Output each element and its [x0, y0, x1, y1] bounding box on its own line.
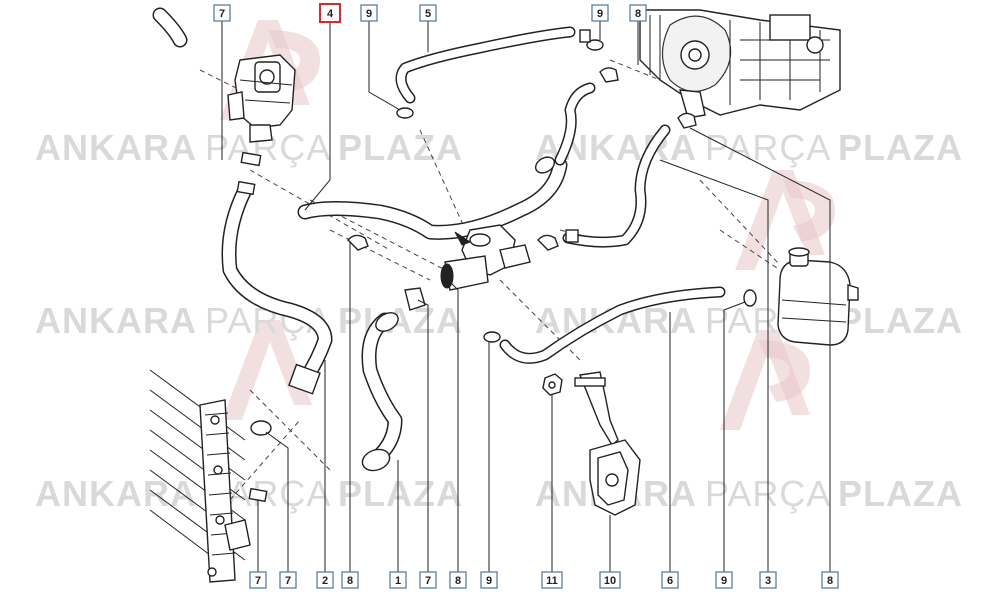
- callout-8[interactable]: 8: [449, 571, 467, 589]
- callout-label: 9: [486, 575, 492, 587]
- hose-2: [221, 182, 333, 395]
- callout-label: 7: [255, 575, 261, 587]
- callout-7[interactable]: 7: [213, 4, 231, 22]
- bracket-10: [574, 371, 641, 516]
- callout-label: 7: [425, 575, 431, 587]
- hose-3: [562, 124, 671, 248]
- watermark-word-parca: PARÇA: [705, 127, 831, 168]
- clips-8: [347, 67, 697, 311]
- sleeves-7: [236, 29, 591, 503]
- clamps-9: [250, 39, 757, 436]
- callout-label: 7: [285, 575, 291, 587]
- callout-label: 2: [322, 575, 328, 587]
- hose-5: [395, 26, 596, 166]
- callout-boxes: 7 4 9 5 9 8 7 7: [213, 3, 839, 589]
- nut-11: [542, 373, 563, 396]
- callout-label: 1: [395, 575, 401, 587]
- watermark-word-ankara: ANKARA: [35, 473, 197, 514]
- callout-7[interactable]: 7: [279, 571, 297, 589]
- water-outlet: [440, 224, 531, 291]
- callout-2[interactable]: 2: [316, 571, 334, 589]
- thermostat-housing: [152, 7, 296, 143]
- callout-label: 8: [827, 575, 833, 587]
- watermark-word-ankara: ANKARA: [35, 127, 197, 168]
- callout-7[interactable]: 7: [419, 571, 437, 589]
- watermark-word-plaza: PLAZA: [838, 473, 963, 514]
- callout-9[interactable]: 9: [360, 4, 378, 22]
- callout-9[interactable]: 9: [591, 4, 609, 22]
- callout-label: 7: [219, 8, 225, 20]
- assembly-lines: [199, 59, 781, 501]
- callout-8[interactable]: 8: [821, 571, 839, 589]
- callout-8[interactable]: 8: [341, 571, 359, 589]
- callout-label: 8: [455, 575, 461, 587]
- hose-1: [361, 312, 403, 472]
- callout-label: 9: [597, 8, 603, 20]
- watermark-word-plaza: PLAZA: [838, 300, 963, 341]
- callout-label: 5: [425, 8, 431, 20]
- callout-4-highlighted[interactable]: 4: [319, 3, 341, 23]
- hose-4: [297, 157, 568, 240]
- hose-6: [499, 286, 726, 364]
- callout-label: 10: [604, 575, 616, 587]
- radiator: [149, 369, 251, 583]
- watermark-word-plaza: PLAZA: [838, 127, 963, 168]
- callout-8[interactable]: 8: [629, 4, 647, 22]
- callout-9[interactable]: 9: [480, 571, 498, 589]
- callout-label: 9: [721, 575, 727, 587]
- engine-block: [639, 9, 841, 119]
- callout-label: 8: [635, 8, 641, 20]
- callout-7[interactable]: 7: [249, 571, 267, 589]
- callout-5[interactable]: 5: [419, 4, 437, 22]
- callout-11[interactable]: 11: [541, 571, 563, 589]
- callout-label: 6: [667, 575, 673, 587]
- leader-lines: [221, 20, 831, 572]
- callout-label: 3: [765, 575, 771, 587]
- watermark-word-plaza: PLAZA: [338, 473, 463, 514]
- callout-9[interactable]: 9: [715, 571, 733, 589]
- expansion-tank: [777, 247, 859, 346]
- callout-label: 8: [347, 575, 353, 587]
- callout-10[interactable]: 10: [599, 571, 621, 589]
- callout-6[interactable]: 6: [661, 571, 679, 589]
- callout-label: 4: [327, 8, 334, 20]
- callout-label: 9: [366, 8, 372, 20]
- callout-1[interactable]: 1: [389, 571, 407, 589]
- watermark-word-plaza: PLAZA: [338, 127, 463, 168]
- callout-label: 11: [546, 575, 558, 587]
- watermark-word-ankara: ANKARA: [35, 300, 197, 341]
- watermark-word-plaza: PLAZA: [338, 300, 463, 341]
- callout-3[interactable]: 3: [759, 571, 777, 589]
